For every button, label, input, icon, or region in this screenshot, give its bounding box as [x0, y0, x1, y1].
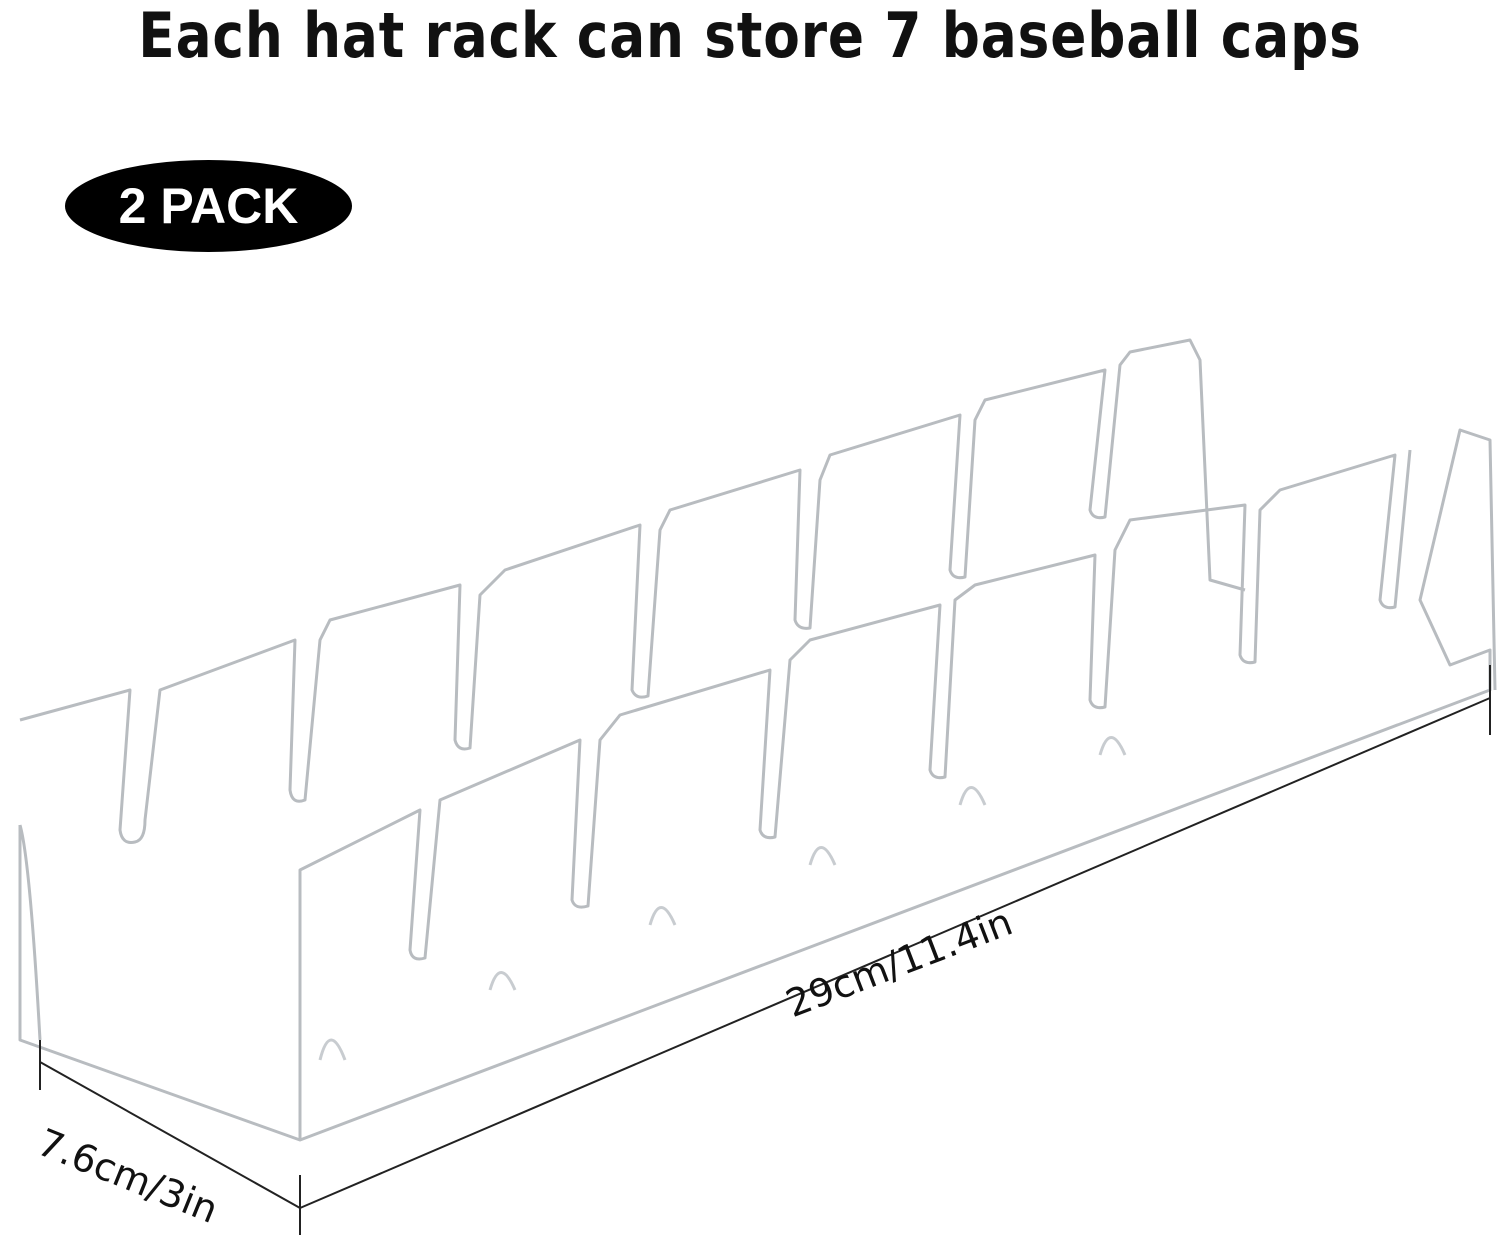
back-panel: [19, 338, 1246, 844]
dimension-lines: [39, 665, 1491, 1235]
front-panel: [18, 428, 1497, 1142]
pack-badge: 2 PACK: [65, 160, 352, 252]
headline: Each hat rack can store 7 baseball caps: [138, 0, 1362, 72]
